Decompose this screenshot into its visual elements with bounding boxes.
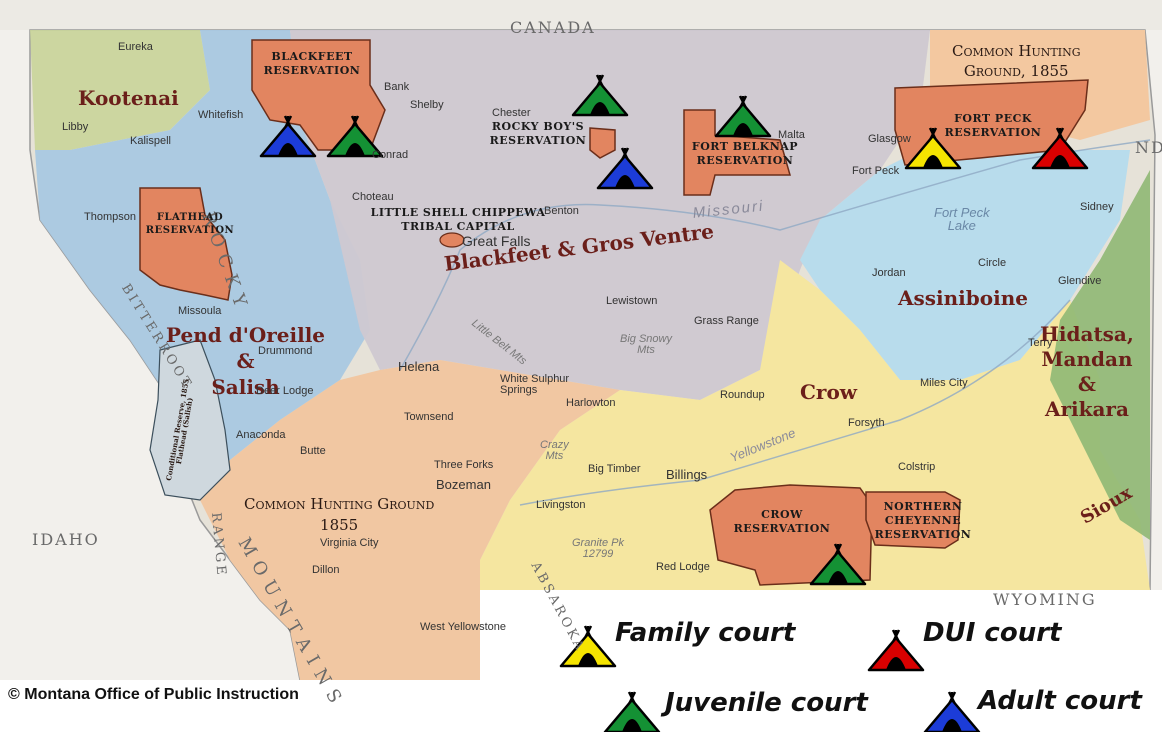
nd-label: ND bbox=[1135, 138, 1162, 157]
common-hunting-south-label: Common Hunting Ground 1855 bbox=[244, 495, 435, 534]
place-anaconda: Anaconda bbox=[236, 429, 286, 441]
fort-peck-reservation-shape bbox=[894, 79, 1089, 166]
idaho-label: IDAHO bbox=[32, 530, 100, 549]
flathead-reservation-label: FLATHEAD RESERVATION bbox=[145, 212, 235, 236]
canada-label: CANADA bbox=[510, 18, 596, 37]
place-big-snowy: Big Snowy Mts bbox=[620, 333, 672, 356]
place-circle: Circle bbox=[978, 257, 1007, 269]
place-helena: Helena bbox=[398, 359, 440, 374]
northern-cheyenne-reservation-shape bbox=[865, 491, 961, 549]
place-thompson: Thompson bbox=[84, 211, 136, 223]
place-eureka: Eureka bbox=[118, 41, 153, 53]
place-choteau: Choteau bbox=[352, 191, 394, 203]
copyright-strip bbox=[0, 680, 480, 732]
flathead-reservation-shape bbox=[139, 187, 233, 301]
place-big-timber: Big Timber bbox=[588, 463, 641, 475]
place-forsyth: Forsyth bbox=[848, 417, 885, 429]
northern-cheyenne-reservation-label: NORTHERN CHEYENNE RESERVATION bbox=[874, 500, 972, 541]
wyoming-label: WYOMING bbox=[993, 590, 1097, 609]
place-glasgow: Glasgow bbox=[868, 133, 911, 145]
place-libby: Libby bbox=[62, 121, 89, 133]
place-deer-lodge: Deer Lodge bbox=[256, 385, 314, 397]
conditional-reserve-area bbox=[149, 339, 231, 501]
place-sidney: Sidney bbox=[1080, 201, 1114, 213]
fort-belknap-reservation-shape bbox=[683, 109, 791, 196]
place-glendive: Glendive bbox=[1058, 275, 1102, 287]
common-hunting-north-label: Common Hunting Ground, 1855 bbox=[952, 42, 1081, 80]
little-shell-label: LITTLE SHELL CHIPPEWA TRIBAL CAPITAL bbox=[370, 206, 546, 233]
assiniboine-area bbox=[800, 150, 1130, 380]
place-crazy-mts: Crazy Mts bbox=[540, 439, 569, 462]
place-great-falls: Great Falls bbox=[462, 233, 531, 249]
blackfeet-reservation-label: BLACKFEET RESERVATION bbox=[263, 50, 361, 77]
crow-reservation-label: CROW RESERVATION bbox=[733, 508, 831, 535]
pend-oreille-label: Pend d'Oreille & Salish bbox=[166, 323, 326, 399]
place-three-forks: Three Forks bbox=[434, 459, 494, 471]
place-harlowton: Harlowton bbox=[566, 397, 616, 409]
crow-area bbox=[480, 260, 1150, 590]
legend-adult-label: Adult court bbox=[978, 686, 1142, 716]
legend-juvenile-label: Juvenile court bbox=[665, 688, 868, 718]
place-terry: Terry bbox=[1028, 337, 1053, 349]
place-chester: Chester bbox=[492, 107, 531, 119]
legend-family-label: Family court bbox=[615, 618, 796, 648]
yellowstone-river bbox=[519, 299, 1071, 506]
rocky-boys-reservation-label: ROCKY BOY'S RESERVATION bbox=[489, 120, 587, 147]
place-kalispell: Kalispell bbox=[130, 135, 171, 147]
hidatsa-label: Hidatsa, Mandan & Arikara bbox=[1040, 322, 1134, 421]
place-red-lodge: Red Lodge bbox=[656, 561, 710, 573]
place-west-yellowstone: West Yellowstone bbox=[420, 621, 507, 633]
place-colstrip: Colstrip bbox=[898, 461, 936, 473]
place-whitefish: Whitefish bbox=[198, 109, 244, 121]
place-malta: Malta bbox=[778, 129, 805, 141]
place-drummond: Drummond bbox=[258, 345, 313, 357]
missouri-river bbox=[399, 139, 1151, 371]
place-livingston: Livingston bbox=[536, 499, 586, 511]
copyright-text: © Montana Office of Public Instruction bbox=[8, 686, 299, 703]
fort-belknap-reservation-label: FORT BELKNAP RESERVATION bbox=[691, 140, 799, 167]
place-fort-peck-town: Fort Peck bbox=[852, 165, 900, 177]
place-billings: Billings bbox=[666, 467, 708, 482]
place-lewistown: Lewistown bbox=[606, 295, 658, 307]
kootenai-label: Kootenai bbox=[78, 86, 179, 110]
place-white-sulphur: White Sulphur Springs bbox=[500, 373, 570, 396]
assiniboine-label: Assiniboine bbox=[898, 286, 1028, 310]
place-miles-city: Miles City bbox=[920, 377, 968, 389]
legend-dui-label: DUI court bbox=[923, 618, 1062, 648]
place-fort-peck-lake: Fort Peck Lake bbox=[934, 205, 990, 233]
place-benton: Benton bbox=[544, 205, 579, 217]
place-jordan: Jordan bbox=[872, 267, 906, 279]
kootenai-area bbox=[30, 30, 210, 150]
hidatsa-area bbox=[1050, 170, 1150, 540]
place-bank: Bank bbox=[384, 81, 410, 93]
place-butte: Butte bbox=[300, 445, 326, 457]
blackfeet-gros-ventre-area bbox=[290, 30, 930, 400]
place-dillon: Dillon bbox=[312, 564, 340, 576]
place-missoula: Missoula bbox=[178, 305, 222, 317]
common-hunting-south-area bbox=[200, 360, 620, 680]
place-grass-range: Grass Range bbox=[694, 315, 759, 327]
place-townsend: Townsend bbox=[404, 411, 454, 423]
place-conrad: Conrad bbox=[372, 149, 409, 161]
place-shelby: Shelby bbox=[410, 99, 444, 111]
place-virginia-city: Virginia City bbox=[320, 537, 379, 549]
place-granite-pk: Granite Pk 12799 bbox=[572, 537, 624, 560]
crow-label: Crow bbox=[800, 380, 858, 404]
place-bozeman: Bozeman bbox=[436, 477, 491, 492]
place-roundup: Roundup bbox=[720, 389, 765, 401]
little-shell-shape bbox=[439, 232, 465, 248]
fort-peck-reservation-label: FORT PECK RESERVATION bbox=[944, 112, 1042, 139]
rocky-boys-reservation-shape bbox=[589, 127, 616, 159]
